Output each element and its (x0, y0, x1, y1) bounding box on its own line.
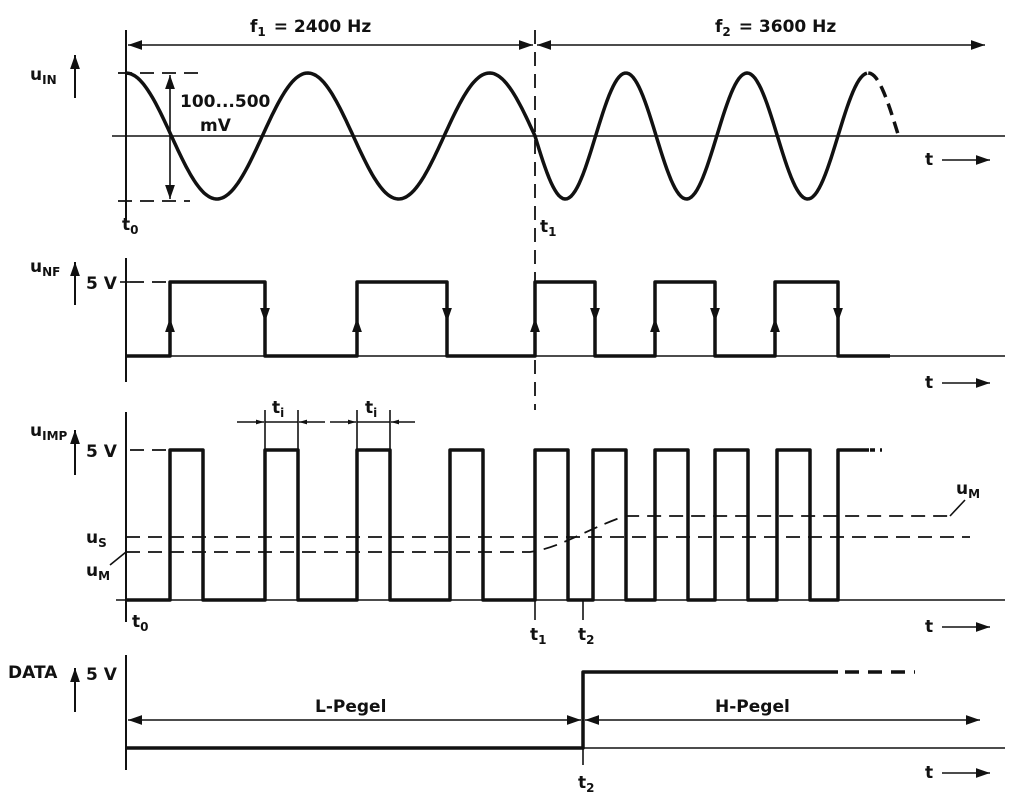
um-leader-line (949, 499, 966, 517)
data-signal (126, 670, 838, 750)
data-level-label: 5 V (86, 665, 118, 685)
t1-label: t1 (540, 217, 557, 239)
input-sine-continuation (867, 71, 900, 136)
um-label: uM (86, 561, 110, 583)
pulse-width-label: ti (272, 398, 284, 420)
pulse-width-label: ti (365, 398, 377, 420)
pulse-width-dimension-2: ti (330, 398, 415, 450)
pulse-width-dimension-1: ti (237, 398, 325, 450)
um-mean-line (126, 515, 950, 553)
f2-label: f2= 3600 Hz (715, 17, 836, 39)
panel-input-signal: uIN f1= 2400 Hz f2= 3600 Hz 100...500 mV… (30, 17, 1005, 410)
data-label: DATA (8, 663, 58, 683)
time-axis-label: t (925, 617, 933, 637)
amplitude-unit: mV (200, 116, 232, 136)
uimp-level-label: 5 V (86, 442, 118, 462)
time-axis-label: t (925, 150, 933, 170)
uin-label: uIN (30, 65, 57, 87)
um-right-label: uM (956, 479, 980, 501)
t2-label: t2 (578, 625, 595, 647)
unf-level-label: 5 V (86, 274, 118, 294)
l-pegel-label: L-Pegel (315, 697, 386, 717)
panel-nf-signal: uNF 5 V t (30, 257, 1005, 393)
panel-imp-signal: uIMP 5 V uS uM uM ti ti t0 (30, 398, 1005, 647)
time-axis-label: t (925, 763, 933, 783)
t2-label: t2 (578, 773, 595, 795)
t0-label: t0 (132, 612, 149, 634)
nf-edge-arrows (165, 285, 843, 353)
f1-label: f1= 2400 Hz (250, 17, 371, 39)
time-axis-label: t (925, 373, 933, 393)
amplitude-value: 100...500 (180, 92, 271, 112)
h-pegel-label: H-Pegel (715, 697, 790, 717)
unf-label: uNF (30, 257, 60, 279)
t0-label: t0 (122, 215, 139, 237)
us-label: uS (86, 528, 107, 550)
panel-data-signal: DATA 5 V L-Pegel H-Pegel t2 t (8, 655, 1005, 795)
t1-label: t1 (530, 625, 547, 647)
imp-pulse-train (126, 448, 869, 602)
input-sine-wave (125, 71, 868, 201)
um-left-leader-line (109, 551, 127, 566)
uimp-label: uIMP (30, 421, 68, 443)
